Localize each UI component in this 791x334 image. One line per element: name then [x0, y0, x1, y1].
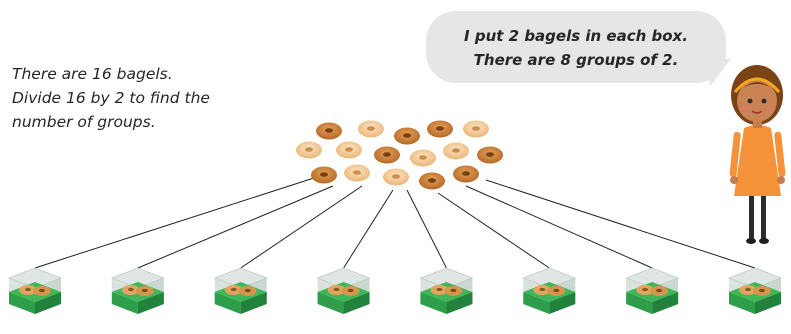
bagel-icon	[410, 149, 436, 167]
connector-line	[343, 189, 394, 269]
face	[737, 80, 777, 122]
connector-line	[240, 185, 363, 269]
intro-line-1: There are 16 bagels.	[12, 65, 173, 83]
bagel-box	[419, 267, 474, 314]
intro-line-3: number of groups.	[12, 113, 156, 131]
intro-line-2: Divide 16 by 2 to find the	[12, 89, 210, 107]
connector-line	[437, 192, 550, 269]
bagel-icon	[358, 120, 384, 138]
bagel-box	[213, 267, 268, 314]
bagel-icon	[419, 172, 445, 190]
bagel-box	[727, 267, 783, 314]
connector-line	[406, 189, 447, 269]
bagel-box	[522, 267, 577, 314]
bagel-icon	[394, 127, 420, 145]
bagel-icon	[477, 146, 503, 164]
bagel-box	[110, 267, 165, 314]
bagel-icon	[296, 141, 322, 159]
problem-statement: There are 16 bagels. Divide 16 by 2 to f…	[12, 62, 302, 134]
bagel-box	[625, 267, 680, 314]
bagel-icon	[443, 142, 469, 160]
connector-line	[34, 176, 318, 269]
bagel-icon	[463, 120, 489, 138]
speech-line-2: There are 8 groups of 2.	[473, 51, 679, 69]
connector-line	[485, 179, 756, 269]
bagel-icon	[311, 166, 337, 184]
bagel-icon	[427, 120, 453, 138]
connector-line	[465, 185, 653, 269]
left-leg	[749, 190, 754, 240]
connector-lines	[34, 176, 756, 269]
speech-line-1: I put 2 bagels in each box.	[464, 27, 688, 45]
bagel-icon	[383, 168, 409, 186]
connector-line	[137, 185, 334, 269]
bagel-box	[316, 267, 371, 314]
headband	[733, 77, 781, 93]
bagel-pile	[296, 120, 503, 190]
bagel-box	[7, 267, 63, 314]
bagel-icon	[316, 122, 342, 140]
box-row	[7, 267, 783, 314]
bagel-icon	[336, 141, 362, 159]
dress	[734, 125, 781, 196]
speech-bubble: I put 2 bagels in each box. There are 8 …	[426, 11, 726, 83]
bagel-icon	[374, 146, 400, 164]
bagel-icon	[344, 164, 370, 182]
right-leg	[761, 190, 766, 240]
girl-character	[729, 65, 786, 244]
bagel-icon	[453, 165, 479, 183]
